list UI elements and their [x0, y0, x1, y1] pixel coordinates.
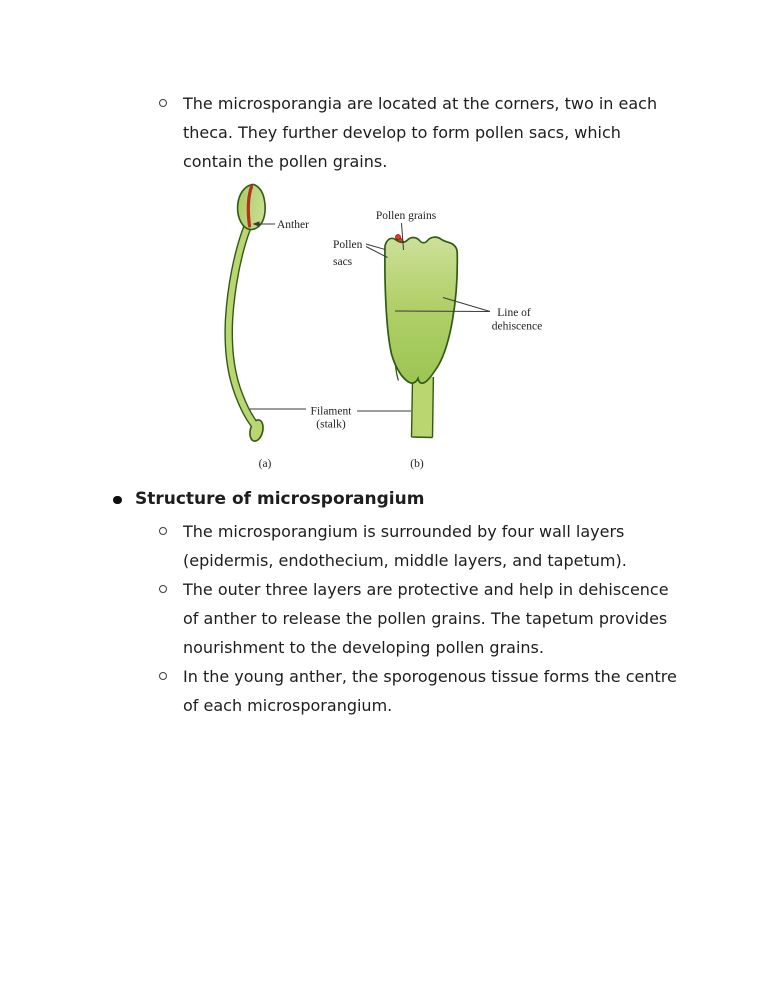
filament-label-line1: Filament — [311, 406, 353, 418]
anther-stalk-fill — [411, 377, 434, 438]
anther-bud — [236, 183, 266, 231]
anther-label: Anther — [277, 219, 309, 231]
caption-a: (a) — [259, 458, 272, 470]
pollen-grains-pointer — [401, 222, 404, 251]
section-heading: Structure of microsporangium — [113, 485, 425, 514]
pollen-sacs-pointers — [365, 243, 388, 258]
anther-label-group: Anther — [252, 219, 309, 231]
filament-fill — [225, 225, 257, 427]
section-bullet-list: The microsporangium is surrounded by fou… — [158, 517, 683, 720]
list-item: The outer three layers are protective an… — [158, 575, 683, 662]
section-item-text: The microsporangium is surrounded by fou… — [183, 522, 627, 570]
intro-bullet-list: The microsporangia are located at the co… — [158, 89, 683, 176]
dehiscence-pointers — [394, 297, 491, 312]
dehiscence-stripe — [246, 184, 254, 228]
filament-pointers — [250, 408, 411, 412]
anther-body-outline — [384, 236, 459, 385]
section-item-text: In the young anther, the sporogenous tis… — [183, 667, 677, 715]
filled-bullet-icon — [113, 495, 122, 504]
filament-label-line2: (stalk) — [316, 419, 346, 431]
stamen-a — [224, 183, 266, 442]
list-item: The microsporangium is surrounded by fou… — [158, 517, 683, 575]
hollow-bullet-icon — [158, 671, 167, 680]
pollen-sacs-label-group: Pollen sacs — [333, 239, 388, 268]
hollow-bullet-icon — [158, 98, 167, 107]
stamen-anther-diagram: Anther — [224, 183, 542, 470]
pollen-grains-label: Pollen grains — [376, 210, 437, 222]
hollow-bullet-icon — [158, 584, 167, 593]
section-item-text: The outer three layers are protective an… — [183, 580, 669, 657]
pollen-sacs-label-line2: sacs — [333, 256, 353, 268]
dehiscence-label-group: Line of dehiscence — [394, 297, 542, 333]
pollen-grains-label-group: Pollen grains — [376, 210, 437, 251]
hollow-bullet-icon — [158, 526, 167, 535]
caption-b: (b) — [410, 458, 424, 470]
list-item: The microsporangia are located at the co… — [158, 89, 683, 176]
list-item: In the young anther, the sporogenous tis… — [158, 662, 683, 720]
intro-item-text: The microsporangia are located at the co… — [183, 94, 658, 171]
filament-label-group: Filament (stalk) — [250, 406, 411, 431]
dehiscence-label-line2: dehiscence — [492, 321, 542, 333]
dehiscence-label-line1: Line of — [497, 307, 531, 319]
anther-cross-section-b — [384, 234, 459, 439]
pollen-sacs-label-line1: Pollen — [333, 239, 363, 251]
anther-stalk-outline — [410, 376, 435, 439]
section-heading-text: Structure of microsporangium — [135, 489, 425, 509]
arrowhead-icon — [252, 221, 260, 227]
